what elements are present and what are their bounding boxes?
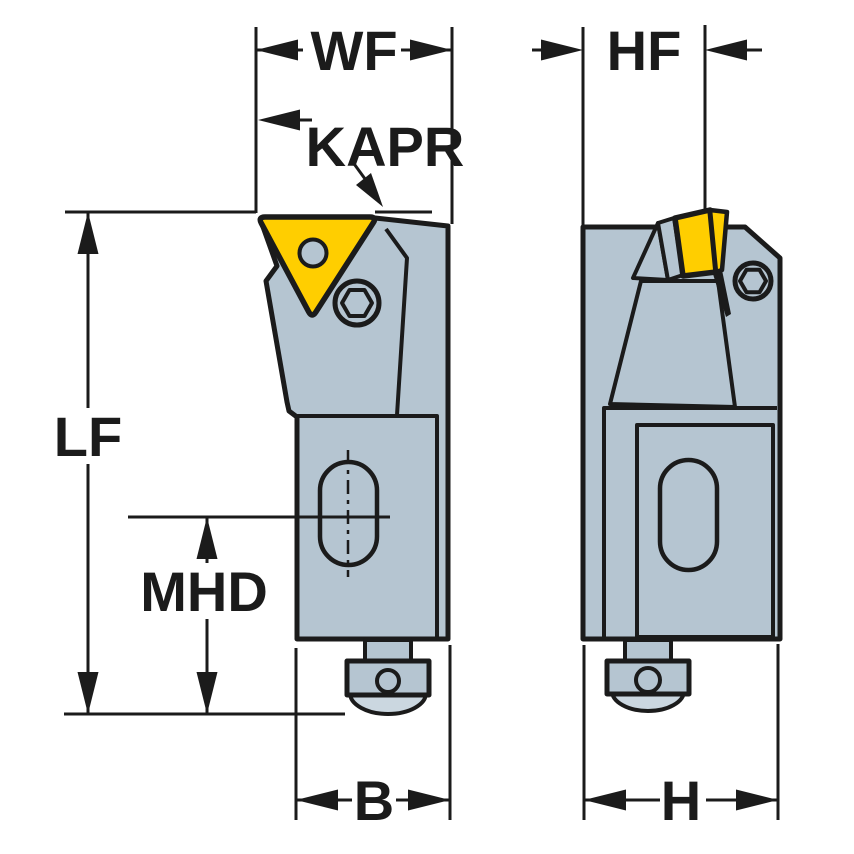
clamp-arm-side bbox=[608, 279, 737, 409]
kapr-arrow-left bbox=[258, 109, 300, 131]
h-label-mask bbox=[660, 772, 706, 828]
insert-hole bbox=[297, 237, 329, 269]
lf-label: LF bbox=[54, 405, 122, 468]
b-label: B bbox=[354, 769, 394, 832]
dimensions: WF KAPR LF MHD B HF H bbox=[54, 19, 780, 832]
hf-arrow-left bbox=[541, 39, 583, 61]
clamp-screw-front bbox=[332, 278, 382, 328]
lf-arrow-top bbox=[77, 212, 99, 254]
b-arrow-right bbox=[408, 789, 450, 811]
cartridge-base-edge bbox=[297, 414, 439, 637]
h-arrow-right bbox=[736, 789, 778, 811]
hex-socket-side-icon bbox=[738, 267, 768, 295]
h-label: H bbox=[661, 769, 701, 832]
wf-label-mask bbox=[303, 22, 401, 78]
hf-arrow-right bbox=[705, 39, 747, 61]
mhd-label-mask bbox=[128, 563, 280, 619]
hf-label: HF bbox=[607, 19, 682, 82]
lf-arrow-bottom bbox=[77, 672, 99, 714]
kapr-label: KAPR bbox=[306, 115, 465, 178]
insert-underside-wedge bbox=[713, 270, 731, 317]
wf-label: WF bbox=[310, 19, 397, 82]
wf-arrow-left bbox=[256, 39, 298, 61]
lock-screw-hole-front bbox=[375, 668, 401, 694]
b-arrow-left bbox=[296, 789, 338, 811]
lf-label-mask bbox=[56, 408, 120, 464]
lock-screw-hole-side bbox=[634, 666, 662, 694]
mhd-label: MHD bbox=[140, 560, 268, 623]
hex-socket-front-icon bbox=[340, 288, 374, 318]
kapr-leader-arrowhead bbox=[356, 173, 383, 207]
side-view bbox=[580, 207, 783, 713]
mounting-slot-side bbox=[657, 457, 720, 573]
mhd-arrow-top bbox=[196, 517, 218, 559]
h-arrow-left bbox=[584, 789, 626, 811]
mhd-arrow-bottom bbox=[196, 672, 218, 714]
b-label-mask bbox=[352, 772, 396, 828]
cartridge-plate-side bbox=[635, 423, 775, 639]
wf-arrow-right bbox=[410, 39, 452, 61]
head-chamfer-edge bbox=[384, 227, 409, 416]
front-view bbox=[257, 214, 451, 716]
